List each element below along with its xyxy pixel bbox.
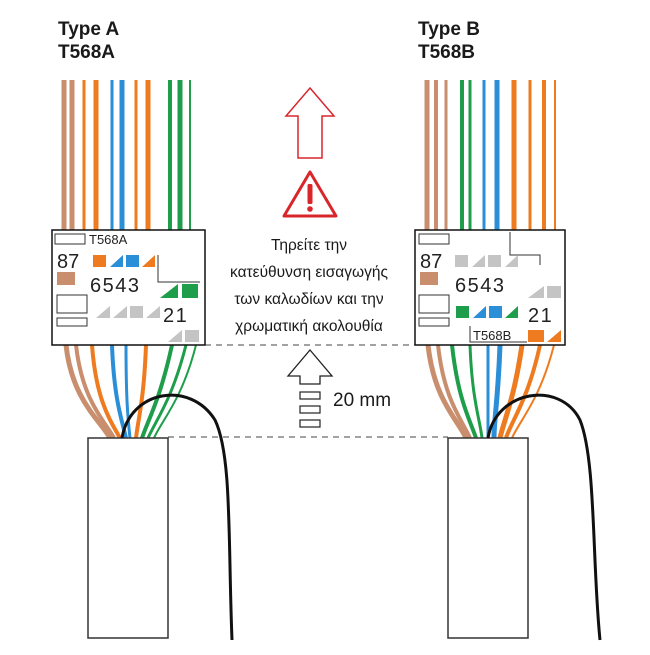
type-a-top-numbers: 87 [57,251,79,273]
type-b-middle-numbers: 6543 [455,275,506,297]
type-b-bottom-numbers: 21 [528,305,553,327]
type-a-title: Type A [58,19,120,40]
type-a-bottom-numbers: 21 [163,305,188,327]
stripping-length-label: 20 mm [333,390,392,411]
type-b-wires-top [424,80,556,232]
type-a-wires-bottom [63,344,197,440]
notice-line-2: κατεύθυνση εισαγωγής [230,264,388,281]
insertion-notice: Τηρείτε την κατεύθυνση εισαγωγής των καλ… [200,232,418,340]
notice-line-4: χρωματική ακολουθία [235,318,383,335]
type-a-heading: Type A T568A [58,18,119,64]
type-a-cable-jacket [87,437,169,639]
type-a-standard: T568A [58,42,116,63]
type-b-title: Type B [418,19,480,40]
type-b-panel-label: T568B [473,328,511,343]
insert-direction-arrow-icon [284,86,336,159]
type-b-top-numbers: 87 [420,251,442,273]
type-b-cable-jacket [447,437,529,639]
type-b-rip-cord [486,393,602,641]
type-b-connector-panel [414,229,566,346]
warning-triangle-icon [282,170,338,218]
type-b-heading: Type B T568B [418,18,480,64]
notice-line-1: Τηρείτε την [271,237,347,254]
notice-line-3: των καλωδίων και την [234,291,384,308]
type-a-middle-numbers: 6543 [90,275,141,297]
type-a-panel-label: T568A [89,232,128,247]
type-b-standard: T568B [418,42,476,63]
stripping-length-arrow-icon [286,348,334,428]
type-a-wires-top [61,80,191,232]
type-a-rip-cord [120,393,234,641]
type-a-connector-panel [51,229,206,346]
